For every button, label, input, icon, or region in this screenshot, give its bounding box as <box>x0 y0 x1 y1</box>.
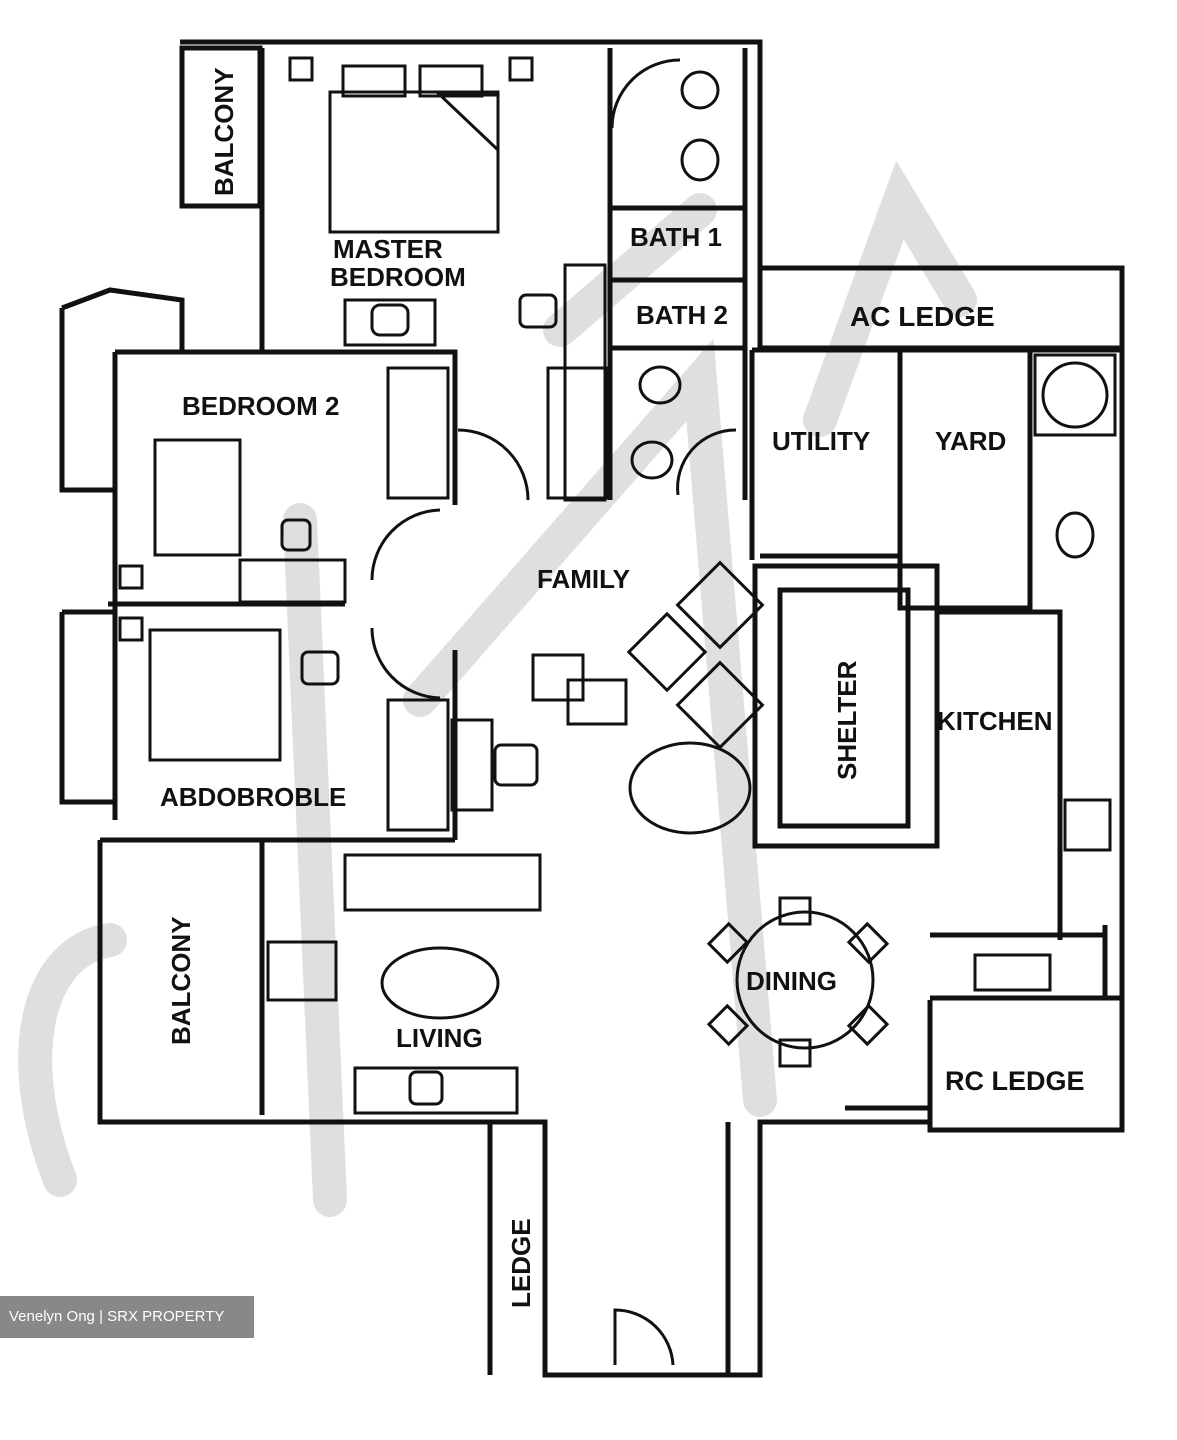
toilet-icon <box>680 138 720 182</box>
label-shelter: SHELTER <box>832 660 862 780</box>
washer-icon <box>1041 361 1109 429</box>
label-balcony-left: BALCONY <box>166 916 196 1045</box>
toilet-icon <box>1055 511 1095 559</box>
toilet-icon <box>630 440 674 480</box>
label-family: FAMILY <box>537 564 630 594</box>
bed-pillow <box>341 64 407 98</box>
toilet-icon <box>638 365 682 405</box>
label-utility: UTILITY <box>772 426 870 456</box>
label-bedroom-2: BEDROOM 2 <box>182 391 339 421</box>
watermark-credit: Venelyn Ong | SRX PROPERTY <box>0 1296 254 1338</box>
label-bath-2: BATH 2 <box>636 300 728 330</box>
label-bedroom-3: ABDOBROBLE <box>160 782 346 812</box>
label-kitchen: KITCHEN <box>937 706 1053 736</box>
chair-icon <box>280 518 312 552</box>
label-ac-ledge: AC LEDGE <box>850 301 995 332</box>
label-balcony-top: BALCONY <box>209 67 239 196</box>
label-master-bedroom-2: BEDROOM <box>330 262 466 292</box>
ottoman <box>531 653 585 702</box>
sofa-icon <box>343 853 542 912</box>
coffee-table <box>380 946 500 1020</box>
bed-3 <box>148 628 282 762</box>
sink-icon <box>973 953 1052 992</box>
fixtures <box>118 56 1117 1366</box>
tv-console <box>353 1066 519 1115</box>
master-bed <box>328 90 500 234</box>
label-ledge: LEDGE <box>506 1218 536 1308</box>
label-yard: YARD <box>935 426 1006 456</box>
chair-icon <box>518 293 558 329</box>
room-labels: BALCONY MASTER BEDROOM BATH 1 BATH 2 AC … <box>160 67 1085 1308</box>
dining-table-icon <box>735 910 875 1050</box>
label-master-bedroom: MASTER <box>333 234 443 264</box>
toilet-icon <box>680 70 720 110</box>
armchair-icon <box>266 940 338 1002</box>
chair-icon <box>300 650 340 686</box>
label-rc-ledge: RC LEDGE <box>945 1066 1085 1096</box>
round-table <box>628 741 752 835</box>
label-living: LIVING <box>396 1023 483 1053</box>
label-bath-1: BATH 1 <box>630 222 722 252</box>
stove-icon <box>1063 798 1112 852</box>
label-dining: DINING <box>746 966 837 996</box>
walls <box>59 39 1125 1378</box>
entrance-door <box>613 1308 675 1366</box>
